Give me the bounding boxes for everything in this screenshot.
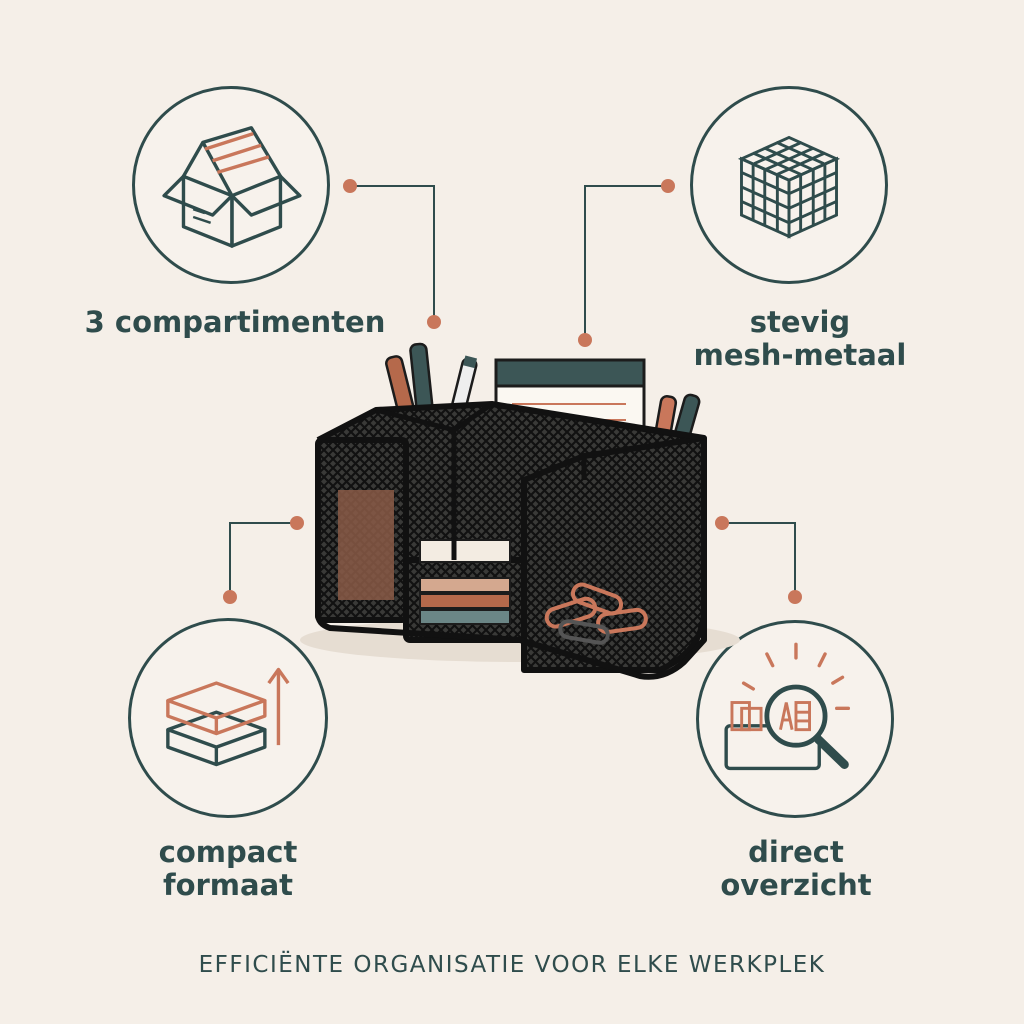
tagline: EFFICIËNTE ORGANISATIE VOOR ELKE WERKPLE… (198, 952, 826, 978)
woven-mesh-cube-icon (737, 135, 841, 239)
connector-dot (290, 516, 304, 530)
connector-dot (578, 333, 592, 347)
connector-dot (343, 179, 357, 193)
connector-dot (223, 590, 237, 604)
feature-compartments-circle (132, 86, 330, 284)
connector-dot (427, 315, 441, 329)
label-line: compact (158, 835, 298, 869)
open-box-icon (162, 126, 302, 248)
feature-mesh-circle (690, 86, 888, 284)
feature-overview-label: direct overzicht (676, 836, 916, 902)
organizer-body (315, 401, 707, 680)
feature-compact-label: compact formaat (100, 836, 356, 902)
label-line: formaat (162, 868, 294, 902)
connector-dot (788, 590, 802, 604)
feature-overview-circle (696, 620, 894, 818)
stacked-layers-arrow-icon (166, 667, 290, 767)
connector-dot (715, 516, 729, 530)
connector-dot (661, 179, 675, 193)
feature-compact-circle (128, 618, 328, 818)
label-line: direct (748, 835, 844, 869)
magnifier-organizer-icon (724, 642, 851, 771)
label-line: overzicht (720, 868, 872, 902)
feature-compartments-label: 3 compartimenten (70, 306, 400, 339)
feature-mesh-label: stevig mesh-metaal (660, 306, 940, 372)
label-line: mesh-metaal (693, 338, 907, 372)
label-line: 3 compartimenten (84, 305, 386, 339)
label-line: stevig (749, 305, 851, 339)
